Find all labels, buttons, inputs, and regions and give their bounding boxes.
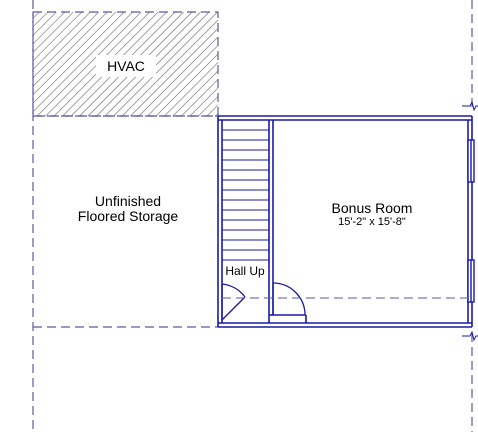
window-lower — [467, 259, 475, 303]
hvac-area — [32, 11, 219, 117]
window-upper — [467, 139, 475, 183]
hvac-label: HVAC — [107, 58, 145, 74]
storage-label-line1: Unfinished — [95, 193, 161, 209]
staircase — [222, 129, 269, 261]
storage-label-line2: Floored Storage — [78, 208, 179, 224]
hall-up-label: Hall Up — [225, 264, 265, 278]
door-bonus-room — [272, 282, 306, 316]
bonus-room-label: Bonus Room — [332, 200, 413, 216]
bonus-room-dimensions: 15'-2" x 15'-8" — [338, 216, 406, 228]
door-left — [221, 283, 246, 321]
break-marks — [462, 100, 478, 342]
